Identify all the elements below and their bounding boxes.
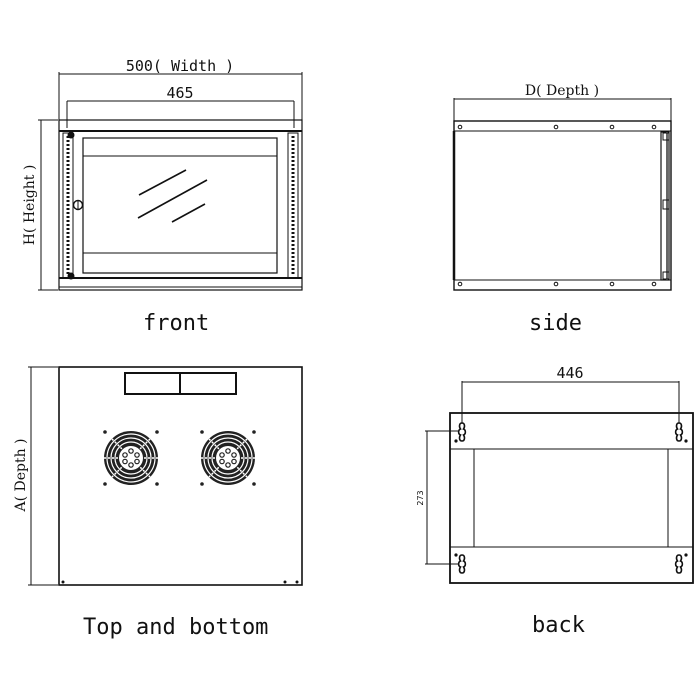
- screw-holes: [457, 124, 657, 287]
- caption-front: front: [143, 311, 210, 336]
- dim-inner-width-label: 465: [166, 84, 193, 102]
- fan-icon: [102, 429, 160, 487]
- keyhole-icon: [457, 554, 467, 574]
- back-view: 446 273: [416, 364, 694, 584]
- front-view: 500( Width ) 465 H( Height ): [22, 57, 303, 291]
- dim-height-label: H( Height ): [22, 165, 38, 246]
- keyhole-icon: [674, 554, 684, 574]
- dim-width-label: 500( Width ): [126, 57, 234, 75]
- side-view: D( Depth ): [452, 83, 672, 291]
- keyhole-icon: [457, 422, 467, 442]
- caption-back: back: [532, 613, 585, 638]
- keyhole-icon: [674, 422, 684, 442]
- top-bottom-view: A( Depth ): [13, 366, 303, 586]
- dim-width: [38, 72, 303, 291]
- dim-hole-spacing-h-label: 446: [556, 364, 583, 382]
- hinge-icon: [67, 131, 75, 139]
- fan-icon: [199, 429, 257, 487]
- dim-depth-label: D( Depth ): [525, 83, 599, 99]
- hinge-icon: [67, 272, 75, 280]
- dim-hole-spacing-v-label: 273: [416, 490, 425, 505]
- caption-top-bottom: Top and bottom: [83, 615, 269, 640]
- front-cabinet: [58, 119, 303, 291]
- caption-side: side: [529, 311, 582, 336]
- dim-depth-label: A( Depth ): [13, 438, 29, 512]
